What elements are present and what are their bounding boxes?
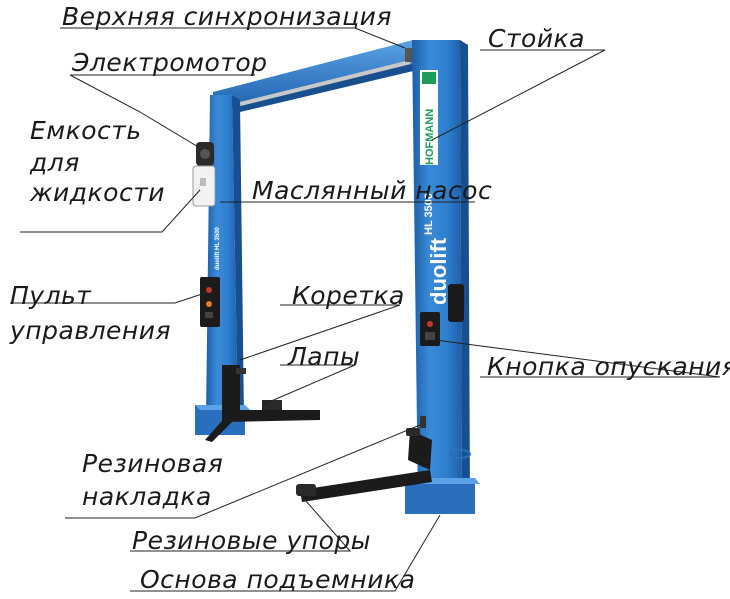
model-logo-text: HL 3500 [423,193,435,235]
label-rubber-pad-line1: Резиновая [82,449,224,478]
control-panel [200,277,220,327]
label-top-sync: Верхняя синхронизация [62,2,392,31]
label-arms: Лапы [288,342,361,371]
left-arms [205,365,320,442]
top-beam [213,40,460,112]
label-tank-line3: жидкости [30,178,166,207]
brand-logo-text: duolift [426,237,451,305]
label-oil-pump: Маслянный насос [252,176,493,205]
label-rubber-stops: Резиновые упоры [132,526,371,555]
right-post: HOFMANN duolift HL 3500 [405,40,480,514]
label-post: Стойка [488,24,585,53]
motor-assembly [192,142,216,207]
label-motor: Электромотор [72,48,268,77]
label-carriage: Коретка [292,281,405,310]
maker-logo-text: HOFMANN [424,109,436,165]
lower-button-panel [420,284,464,346]
left-post-model-text: duolift HL 3500 [215,226,221,270]
label-lower-button: Кнопка опускания [487,352,730,381]
label-control-line2: управления [10,316,172,345]
label-tank-line1: Емкость [30,116,142,145]
leader-lines [10,27,721,592]
right-arms [296,416,471,502]
label-rubber-pad-line2: накладка [82,482,212,511]
label-tank-line2: для [30,148,80,177]
label-base: Основа подъемника [140,565,416,594]
label-control-line1: Пульт [10,281,92,310]
